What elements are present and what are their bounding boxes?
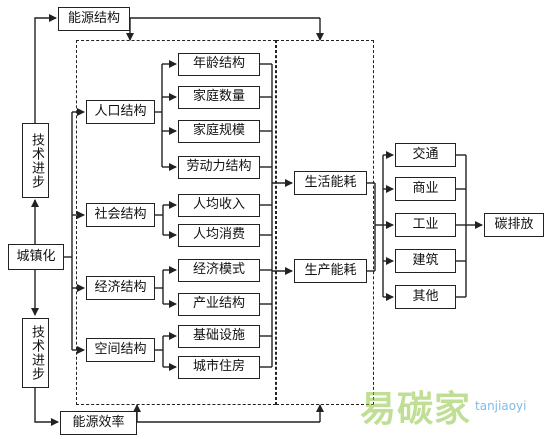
transport-node: 交通 [395,143,456,167]
energy-efficiency-node: 能源效率 [60,411,137,435]
industrial-structure-node: 产业结构 [178,293,260,316]
energy-structure-node: 能源结构 [58,7,130,31]
other-node: 其他 [395,285,456,309]
household-number-node: 家庭数量 [178,86,260,109]
per-capita-consumption-node: 人均消费 [178,224,260,247]
construction-node: 建筑 [395,249,456,273]
spatial-structure-node: 空间结构 [86,338,155,362]
tech-progress-top-node: 技术进步 [22,123,49,198]
tech-progress-bottom-node: 技术进步 [22,318,49,388]
household-size-node: 家庭规模 [178,120,260,143]
carbon-emission-node: 碳排放 [484,213,544,237]
industry-node: 工业 [395,213,456,237]
production-energy-node: 生产能耗 [294,259,367,283]
population-structure-node: 人口结构 [86,100,155,124]
economic-structure-node: 经济结构 [86,276,155,300]
labor-structure-node: 劳动力结构 [178,156,260,179]
commerce-node: 商业 [395,177,456,201]
age-structure-node: 年龄结构 [178,53,260,76]
social-structure-node: 社会结构 [86,203,155,227]
living-energy-node: 生活能耗 [294,171,367,195]
urban-housing-node: 城市住房 [178,356,260,379]
energy-region [276,40,374,405]
watermark-logo: 易碳家 tanjiaoyi [360,378,550,433]
socioeconomic-region [76,40,276,405]
urbanization-node: 城镇化 [8,244,64,270]
per-capita-income-node: 人均收入 [178,194,260,217]
economic-model-node: 经济模式 [178,259,260,282]
watermark-chinese: 易碳家 [360,388,472,430]
infrastructure-node: 基础设施 [178,325,260,348]
watermark-pinyin: tanjiaoyi [475,398,527,413]
